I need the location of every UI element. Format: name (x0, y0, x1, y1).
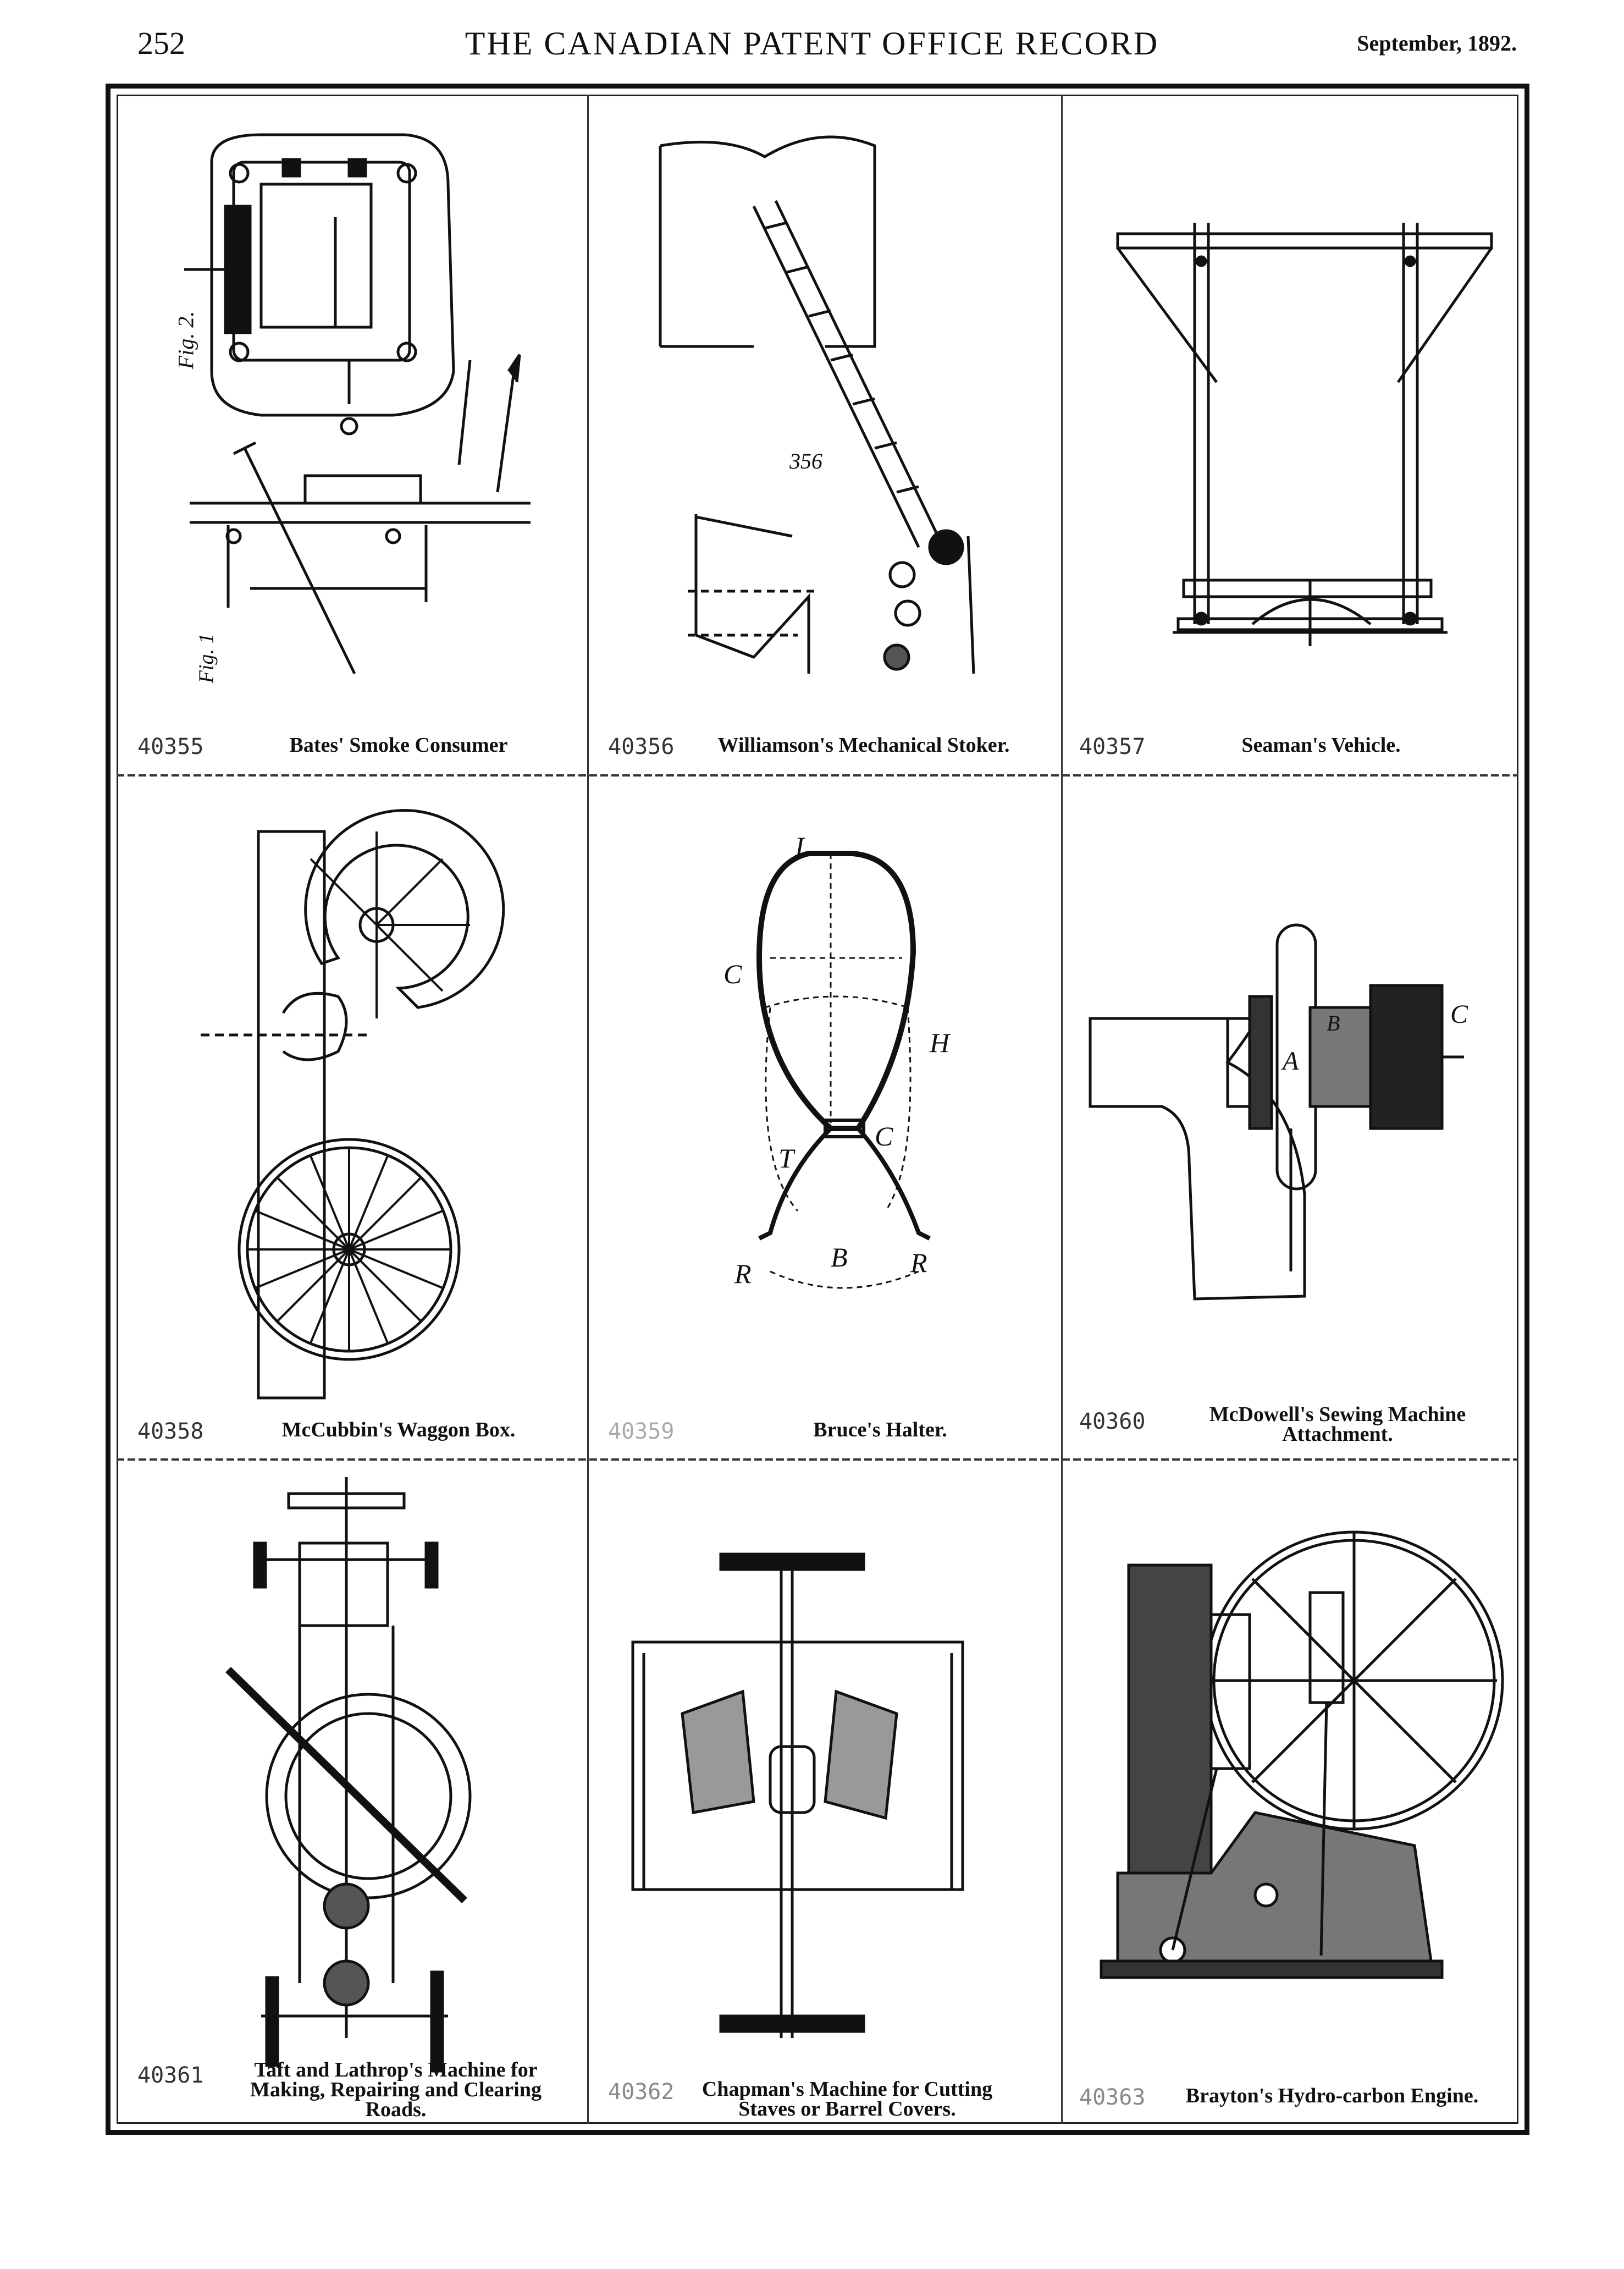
stave-cutter-drawing (631, 1552, 964, 2038)
road-machine-drawing (225, 1477, 472, 2073)
issue-date: September, 1892. (1357, 31, 1517, 56)
patent-cell-40355: Fig. 2. Fig. 1 40355 Bates' Smoke Consum… (118, 96, 587, 774)
halter-label-c-top: C (723, 959, 742, 989)
waggon-box-drawing (201, 809, 505, 1400)
halter-label-b: B (831, 1242, 848, 1273)
patent-number: 40355 (137, 734, 204, 759)
row-divider-1 (117, 774, 1518, 776)
patent-cell-40360: A C B 40360 McDowell's Sewing Machine At… (1063, 776, 1518, 1458)
patent-number: 40359 (608, 1419, 675, 1444)
patent-cell-40357: 40357 Seaman's Vehicle. (1063, 96, 1518, 774)
row-divider-2 (117, 1458, 1518, 1461)
patent-title: Williamson's Mechanical Stoker. (717, 734, 1010, 757)
patent-title: Seaman's Vehicle. (1241, 734, 1401, 757)
sewing-label-b: B (1327, 1011, 1340, 1036)
patent-cell-40359: I C H T C B R R 40359 Bruce's Halter. (589, 776, 1061, 1458)
sewing-label-a: A (1283, 1047, 1299, 1076)
halter-label-r-right: R (910, 1247, 927, 1278)
patent-number: 40357 (1079, 734, 1146, 759)
patent-number: 40360 (1079, 1409, 1146, 1434)
fig-1-label: Fig. 1 (195, 633, 218, 684)
halter-label-i: I (795, 831, 804, 862)
smoke-consumer-drawing (184, 133, 531, 675)
vehicle-drawing (1116, 223, 1493, 646)
page-frame-inner (117, 95, 1518, 2124)
patent-title: McCubbin's Waggon Box. (281, 1418, 516, 1441)
patent-number: 40363 (1079, 2085, 1146, 2110)
patent-cell-40362: 40362 Chapman's Machine for Cutting Stav… (589, 1461, 1061, 2122)
patent-number: 40362 (608, 2079, 675, 2105)
column-divider-1 (587, 95, 589, 2124)
halter-label-r-left: R (734, 1258, 752, 1289)
halter-label-h: H (930, 1027, 950, 1058)
page-number: 252 (137, 25, 185, 61)
patent-title: McDowell's Sewing Machine Attachment. (1209, 1403, 1466, 1446)
patent-number: 40358 (137, 1419, 204, 1444)
halter-label-c-bottom: C (875, 1121, 893, 1152)
patent-title: Bruce's Halter. (813, 1418, 947, 1441)
patent-title: Taft and Lathrop's Machine for Making, R… (250, 2058, 542, 2121)
patent-title: Chapman's Machine for Cutting Staves or … (701, 2078, 993, 2121)
sewing-attachment-drawing (1089, 923, 1464, 1301)
fig-2-label: Fig. 2. (173, 311, 198, 370)
page-frame-outer (106, 84, 1529, 2135)
patent-number: 40361 (137, 2063, 204, 2088)
patent-title: Bates' Smoke Consumer (289, 734, 508, 757)
patent-cell-40356: 356 40356 Williamson's Mechanical Stoker… (589, 96, 1061, 774)
patent-title: Brayton's Hydro-carbon Engine. (1185, 2084, 1479, 2107)
patent-cell-40358: 40358 McCubbin's Waggon Box. (118, 776, 587, 1458)
sewing-label-c: C (1450, 1000, 1468, 1029)
column-divider-2 (1061, 95, 1063, 2124)
hydrocarbon-engine-drawing (1100, 1530, 1504, 1979)
halter-label-t: T (778, 1143, 794, 1174)
patent-cell-40361: 40361 Taft and Lathrop's Machine for Mak… (118, 1461, 587, 2122)
halter-drawing (756, 851, 931, 1289)
mechanical-stoker-drawing (659, 135, 975, 674)
patent-number: 40356 (608, 734, 675, 759)
stoker-ref-label: 356 (789, 449, 822, 473)
page-title: THE CANADIAN PATENT OFFICE RECORD (465, 25, 1159, 62)
patent-cell-40363: 40363 Brayton's Hydro-carbon Engine. (1063, 1461, 1518, 2122)
